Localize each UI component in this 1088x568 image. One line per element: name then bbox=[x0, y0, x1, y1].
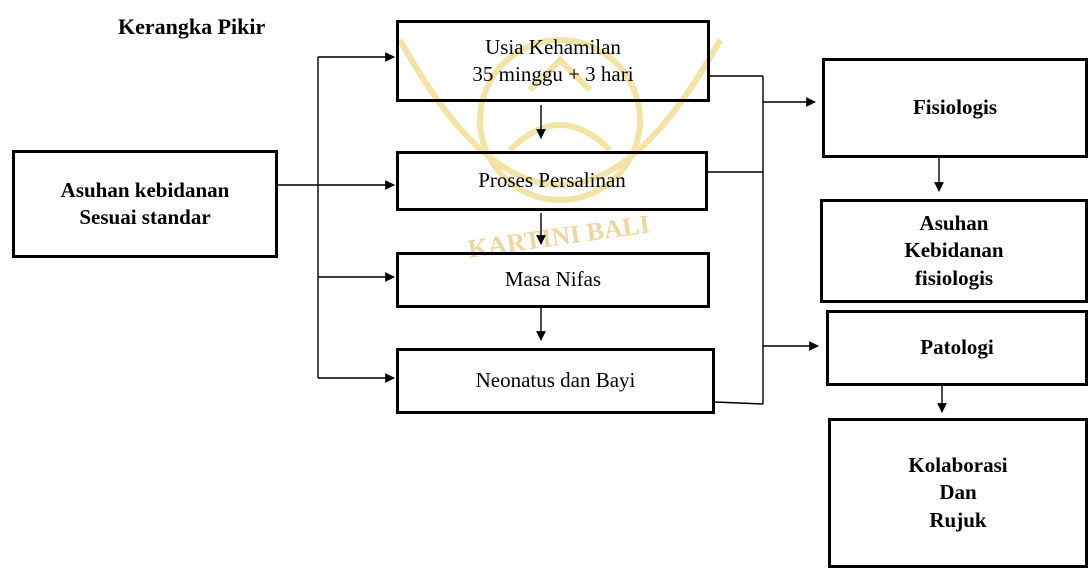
box-neonatus-dan-bayi: Neonatus dan Bayi bbox=[396, 348, 715, 414]
collector-from-neonatus bbox=[714, 401, 764, 405]
page-title: Kerangka Pikir bbox=[118, 14, 266, 39]
box-line: fisiologis bbox=[914, 265, 994, 290]
box-line: Masa Nifas bbox=[504, 267, 602, 292]
box-line: 35 minggu + 3 hari bbox=[472, 62, 634, 86]
box-masa-nifas: Masa Nifas bbox=[396, 252, 710, 308]
box-line: Kolaborasi bbox=[908, 453, 1008, 478]
box-line: Asuhan bbox=[919, 211, 989, 236]
box-line: Dan bbox=[939, 480, 977, 505]
box-asuhan-kebidanan-standar: Asuhan kebidanan Sesuai standar bbox=[12, 150, 278, 258]
box-kolaborasi-dan-rujuk: Kolaborasi Dan Rujuk bbox=[828, 418, 1088, 568]
box-asuhan-kebidanan-fisiologis: Asuhan Kebidanan fisiologis bbox=[820, 199, 1088, 303]
box-line: Neonatus dan Bayi bbox=[475, 368, 636, 393]
box-fisiologis: Fisiologis bbox=[822, 58, 1088, 158]
box-line: Rujuk bbox=[929, 507, 987, 532]
box-usia-kehamilan: Usia Kehamilan 35 minggu + 3 hari bbox=[396, 20, 710, 102]
box-line: Sesuai standar bbox=[79, 205, 211, 229]
box-proses-persalinan: Proses Persalinan bbox=[396, 151, 708, 211]
box-line: Patologi bbox=[920, 335, 994, 360]
box-line: Kebidanan bbox=[904, 238, 1004, 263]
box-line: Fisiologis bbox=[912, 95, 997, 120]
box-line: Usia Kehamilan bbox=[485, 34, 621, 59]
box-patologi: Patologi bbox=[826, 310, 1088, 386]
box-line: Proses Persalinan bbox=[478, 168, 626, 193]
box-line: Asuhan kebidanan bbox=[60, 177, 230, 202]
